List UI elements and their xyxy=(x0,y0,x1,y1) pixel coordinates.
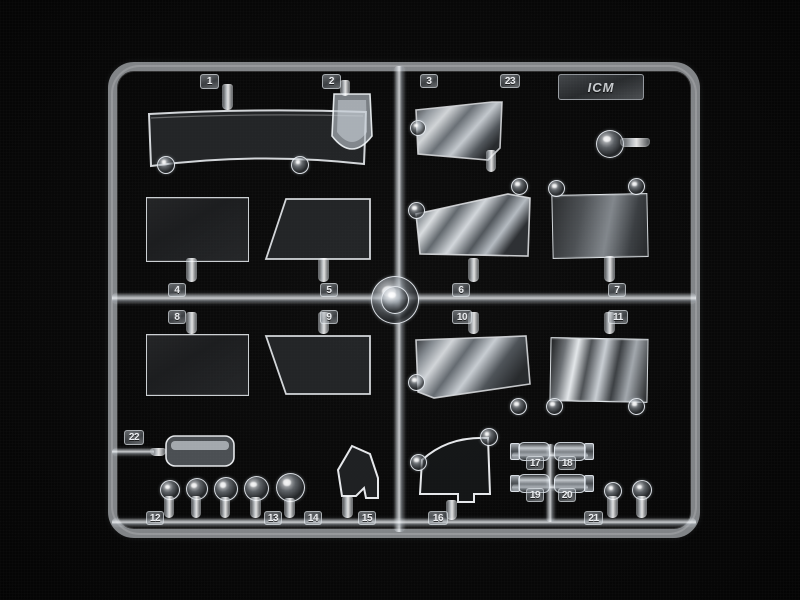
runner-cylinder-cluster xyxy=(546,444,555,522)
number-tag-6: 6 xyxy=(452,283,470,297)
number-tag-4: 4 xyxy=(168,283,186,297)
gate-part-15 xyxy=(342,496,353,518)
part-17-cap xyxy=(510,443,520,460)
number-tag-11: 11 xyxy=(608,310,628,324)
part-2-shield-pane xyxy=(331,93,373,150)
part-8-pane xyxy=(146,334,249,396)
number-tag-23: 23 xyxy=(500,74,520,88)
gate-part-8 xyxy=(186,312,197,334)
part-11-post-right xyxy=(628,398,645,415)
gate-part-7 xyxy=(604,256,615,282)
gate-part-1 xyxy=(222,84,233,110)
runner-horizontal-bottom xyxy=(112,518,696,527)
part-7-post-right xyxy=(628,178,645,195)
number-tag-22: 22 xyxy=(124,430,144,445)
part-15-irregular-shield-pane xyxy=(336,444,379,499)
number-tag-8: 8 xyxy=(168,310,186,324)
gate-part-10 xyxy=(468,312,479,334)
gate-part-5 xyxy=(318,258,329,282)
part-1-post-right xyxy=(291,156,309,174)
part-6-post-right xyxy=(511,178,528,195)
gate-part-4 xyxy=(186,258,197,282)
center-lens-inner xyxy=(381,286,409,314)
part-10-post-right xyxy=(510,398,527,415)
part-23-mirror-lens xyxy=(596,130,624,158)
number-tag-20: 20 xyxy=(558,488,576,502)
number-tag-21: 21 xyxy=(584,511,603,525)
number-tag-12: 12 xyxy=(146,511,164,525)
gate-part-12 xyxy=(164,496,174,518)
part-20-cap xyxy=(584,475,594,492)
number-tag-7: 7 xyxy=(608,283,626,297)
gate-part-13a xyxy=(191,496,201,518)
number-tag-1: 1 xyxy=(200,74,219,89)
part-10-bright-pane xyxy=(415,335,531,399)
part-10-post-left xyxy=(408,374,425,391)
part-5-trapezoid-pane xyxy=(264,198,371,260)
part-7-pane xyxy=(551,193,649,259)
part-1-curved-windshield xyxy=(147,109,368,168)
gate-part-13b xyxy=(220,497,230,518)
part-23-stalk xyxy=(620,138,650,147)
part-7-post-left xyxy=(548,180,565,197)
gate-part-21b xyxy=(636,496,647,518)
number-tag-9: 9 xyxy=(320,310,338,324)
part-1-post-left xyxy=(157,156,175,174)
number-tag-16: 16 xyxy=(428,511,448,525)
number-tag-13: 13 xyxy=(264,511,282,525)
gate-part-6 xyxy=(468,258,479,282)
gate-part-3 xyxy=(486,150,496,172)
part-16-post-top xyxy=(480,428,498,446)
runner-left-branch xyxy=(112,448,154,456)
number-tag-17: 17 xyxy=(526,456,544,470)
part-11-post-left xyxy=(546,398,563,415)
part-3-post xyxy=(410,120,426,136)
gate-part-13c xyxy=(250,497,261,518)
part-11-pane xyxy=(549,337,649,403)
runner-cylinder-cross-upper xyxy=(512,452,588,459)
part-16-door-window-outline xyxy=(418,436,492,503)
part-4-pane xyxy=(146,197,249,262)
manufacturer-logo-plate: ICM xyxy=(558,74,644,100)
part-9-trapezoid-pane xyxy=(264,335,371,395)
part-18-cap xyxy=(584,443,594,460)
number-tag-19: 19 xyxy=(526,488,544,502)
number-tag-18: 18 xyxy=(558,456,576,470)
part-16-post-left xyxy=(410,454,427,471)
part-19-cap xyxy=(510,475,520,492)
number-tag-2: 2 xyxy=(322,74,341,89)
gate-part-14 xyxy=(284,498,295,518)
gate-part-2 xyxy=(340,80,350,96)
part-3-angled-window xyxy=(415,101,503,161)
number-tag-10: 10 xyxy=(452,310,472,324)
gate-part-21a xyxy=(607,496,618,518)
gate-part-16 xyxy=(446,500,457,520)
part-6-bright-pane xyxy=(415,193,531,257)
part-22-long-bar-lens xyxy=(165,435,235,467)
number-tag-14: 14 xyxy=(304,511,322,525)
part-6-post-left xyxy=(408,202,425,219)
runner-cylinder-cross-lower xyxy=(512,484,588,491)
number-tag-15: 15 xyxy=(358,511,376,525)
gate-part-22 xyxy=(150,448,166,456)
number-tag-5: 5 xyxy=(320,283,338,297)
number-tag-3: 3 xyxy=(420,74,438,88)
